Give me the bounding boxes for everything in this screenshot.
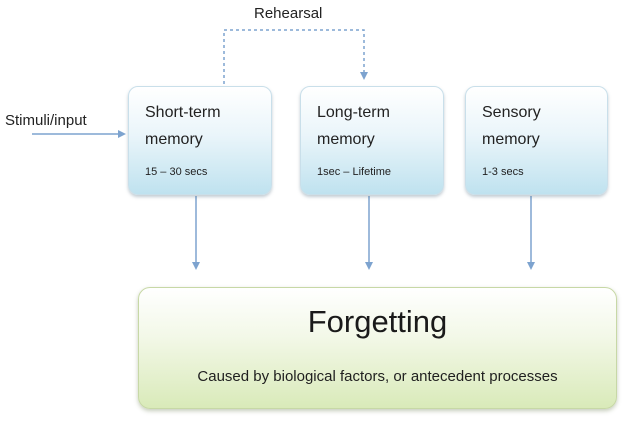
forgetting-box: Forgetting Caused by biological factors,… xyxy=(138,287,617,409)
long-term-memory-box: Long-term memory 1sec – Lifetime xyxy=(300,86,444,195)
short-term-memory-title: Short-term memory xyxy=(145,104,221,148)
long-term-memory-title: Long-term memory xyxy=(317,104,390,148)
forgetting-description: Caused by biological factors, or anteced… xyxy=(197,368,558,385)
stimuli-input-label: Stimuli/input xyxy=(5,112,87,129)
sensory-memory-title: Sensory memory xyxy=(482,104,541,148)
sensory-memory-box: Sensory memory 1-3 secs xyxy=(465,86,608,195)
short-term-memory-duration: 15 – 30 secs xyxy=(145,166,208,178)
forgetting-title: Forgetting xyxy=(307,304,448,339)
rehearsal-label: Rehearsal xyxy=(254,5,323,22)
long-term-memory-duration: 1sec – Lifetime xyxy=(317,166,391,178)
sensory-memory-duration: 1-3 secs xyxy=(482,166,524,178)
rehearsal-connector xyxy=(223,29,368,84)
short-term-memory-box: Short-term memory 15 – 30 secs xyxy=(128,86,272,195)
